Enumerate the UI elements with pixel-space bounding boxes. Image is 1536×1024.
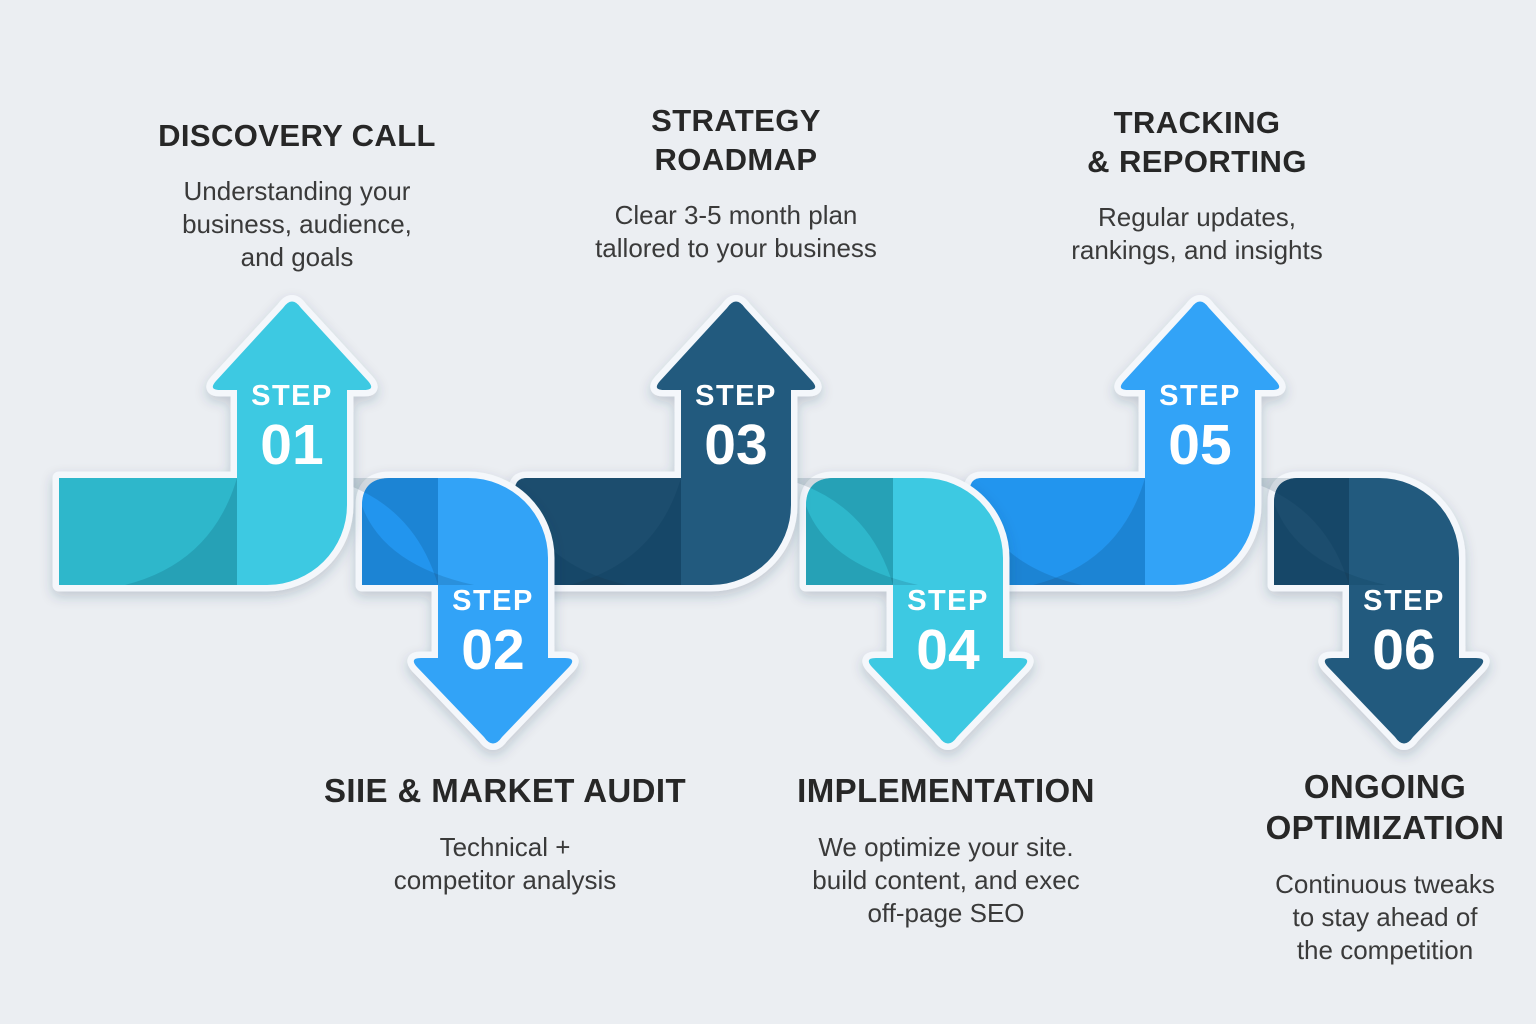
ribbon-segment-01 [52, 295, 378, 592]
step-text-tracking-reporting: TRACKING& REPORTING Regular updates,rank… [1017, 103, 1377, 267]
step-text-site-market-audit: SIIE & MARKET AUDIT Technical +competito… [285, 770, 725, 897]
step-description: Regular updates,rankings, and insights [1071, 202, 1323, 265]
step-title: DISCOVERY CALL [158, 118, 436, 153]
ribbon-segment-05 [963, 295, 1286, 592]
ribbon-segment-06 [1237, 471, 1490, 750]
step-title: IMPLEMENTATION [797, 772, 1095, 809]
step-text-implementation: IMPLEMENTATION We optimize your site.bui… [746, 770, 1146, 930]
ribbon-segment-02 [326, 471, 579, 750]
step-description: Technical +competitor analysis [393, 832, 617, 895]
ribbon-segment-03 [508, 295, 822, 592]
step-description: We optimize your site.build content, and… [812, 832, 1080, 928]
ribbon-segment-04 [781, 471, 1034, 750]
step-title: TRACKING& REPORTING [1087, 105, 1307, 179]
step-title: SIIE & MARKET AUDIT [323, 772, 687, 809]
